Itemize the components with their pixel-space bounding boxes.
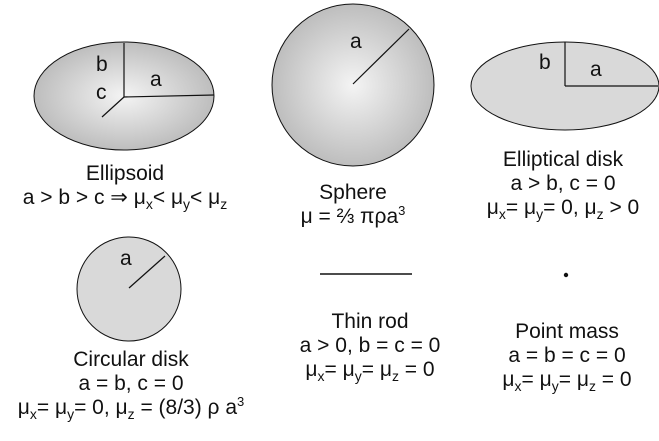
elliptical-disk-title: Elliptical disk: [502, 148, 624, 171]
elliptical-disk-caption: Elliptical disk a > b, c = 0 μx= μy= 0, …: [467, 148, 659, 222]
ellipsoid-figure: b c a: [33, 41, 215, 151]
point-mass-figure: [563, 272, 569, 278]
ellipsoid-relation: a > b > c ⇒ μx< μy< μz: [22, 186, 228, 212]
circular-disk-moments: μx= μy= 0, μz = (8/3) ρ a3: [17, 394, 245, 422]
circular-disk-condition: a = b, c = 0: [78, 372, 184, 395]
ellipsoid-label-c: c: [96, 81, 107, 104]
sphere-formula: μ = ⅔ πρa3: [300, 203, 406, 228]
point-mass-title: Point mass: [515, 320, 619, 343]
point-mass-moments: μx= μy= μz = 0: [502, 368, 632, 394]
circular-disk-figure: a: [76, 236, 182, 342]
thin-rod-moments: μx= μy= μz = 0: [305, 358, 435, 384]
elliptical-disk-condition: a > b, c = 0: [510, 172, 616, 195]
thin-rod-caption: Thin rod a > 0, b = c = 0 μx= μy= μz = 0: [270, 310, 470, 384]
circular-disk-title: Circular disk: [73, 348, 189, 371]
thin-rod-condition: a > 0, b = c = 0: [299, 334, 441, 357]
sphere-figure: a: [271, 3, 435, 167]
point-mass-condition: a = b = c = 0: [508, 344, 626, 367]
ellipsoid-caption: Ellipsoid a > b > c ⇒ μx< μy< μz: [0, 162, 250, 212]
elliptical-disk-figure: b a: [470, 41, 659, 131]
elliptical-disk-moments: μx= μy= 0, μz > 0: [486, 196, 640, 222]
elliptical-disk-label-a: a: [590, 58, 602, 81]
ellipsoid-title: Ellipsoid: [85, 162, 165, 185]
sphere-title: Sphere: [319, 181, 387, 204]
ellipsoid-label-a: a: [150, 68, 162, 91]
sphere-caption: Sphere μ = ⅔ πρa3: [253, 181, 453, 229]
circular-disk-label-a: a: [120, 247, 132, 270]
point-mass-caption: Point mass a = b = c = 0 μx= μy= μz = 0: [475, 320, 659, 394]
ellipsoid-label-b: b: [96, 53, 108, 76]
thin-rod-title: Thin rod: [331, 310, 409, 333]
elliptical-disk-label-b: b: [539, 51, 551, 74]
circular-disk-caption: Circular disk a = b, c = 0 μx= μy= 0, μz…: [0, 348, 262, 422]
sphere-label-a: a: [350, 30, 362, 53]
